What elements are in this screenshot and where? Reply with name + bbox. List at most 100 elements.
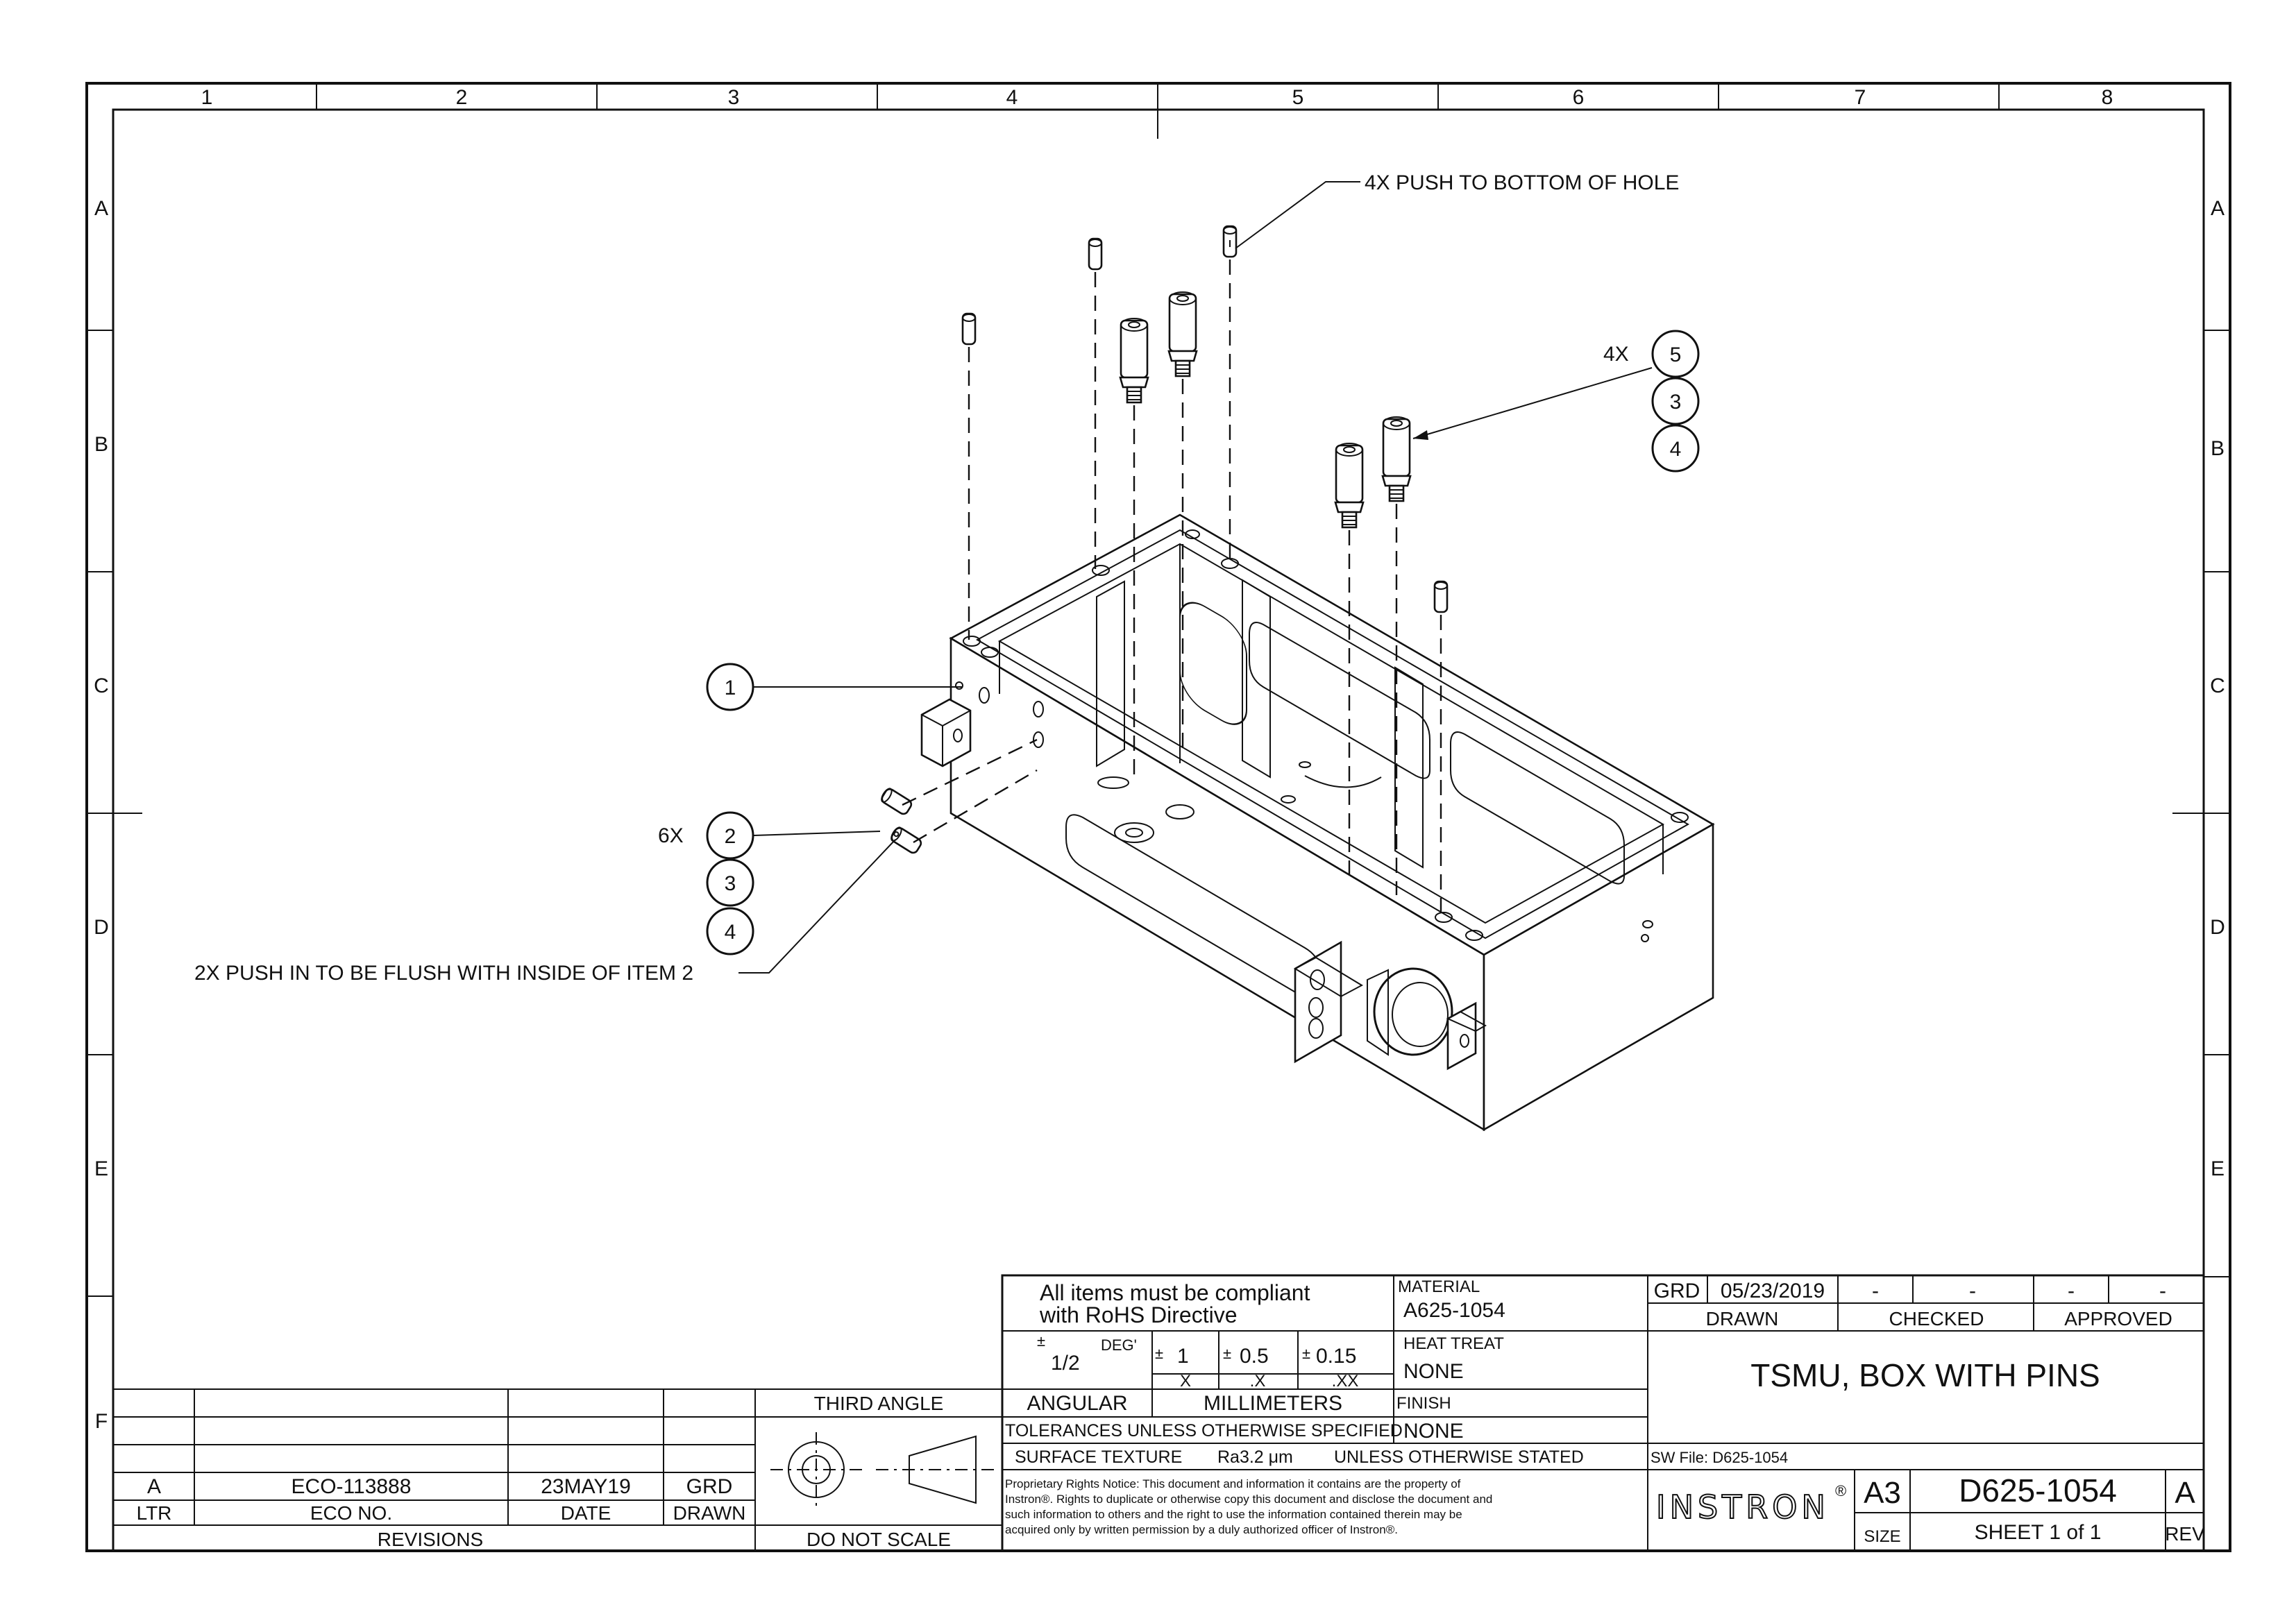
approved-label: APPROVED [2064,1308,2172,1329]
zone-col-1: 1 [201,86,213,109]
zone-row-f: F [95,1410,108,1433]
registered-mark: ® [1835,1482,1846,1499]
side-block [920,698,972,767]
proprietary-1: Proprietary Rights Notice: This document… [1005,1477,1461,1490]
heat-treat-value: NONE [1403,1360,1464,1383]
rev-header-date: DATE [561,1502,611,1524]
callout-item-2: 6X 2 3 4 [658,811,881,955]
zone-row-b-right: B [2211,437,2225,460]
callout-item-5: 4X 5 3 4 [1412,330,1700,473]
col-x: X [1180,1372,1191,1391]
zone-col-2: 2 [456,86,468,109]
zone-row-a: A [94,197,108,220]
third-angle-label: THIRD ANGLE [814,1393,944,1414]
rev-header-eco: ECO NO. [310,1502,392,1524]
sheet-number: SHEET 1 of 1 [1975,1521,2102,1544]
callout-item-1: 1 [706,663,962,711]
tol-dxx-pm: ± [1302,1345,1310,1362]
tol-dxx-value: 0.15 [1316,1345,1356,1368]
zone-row-c: C [94,674,109,697]
material-value: A625-1054 [1403,1299,1505,1322]
drawing-title: TSMU, BOX WITH PINS [1750,1357,2100,1393]
zone-row-c-right: C [2210,674,2225,697]
balloon-5: 5 [1670,343,1682,366]
heat-treat-label: HEAT TREAT [1403,1334,1504,1353]
zone-col-5: 5 [1292,86,1304,109]
balloon-3-upper: 3 [1670,391,1682,414]
revisions-title: REVISIONS [378,1529,483,1550]
callout-push-bottom: 4X PUSH TO BOTTOM OF HOLE [1235,171,1679,249]
qty-6x-label: 6X [658,824,684,847]
tol-deg-label: DEG' [1101,1336,1137,1354]
zone-row-labels-left: A B C D E F [94,197,109,1433]
col-dx: .X [1250,1372,1266,1391]
title-block: All items must be compliant with RoHS Di… [1001,1274,2205,1552]
zone-row-a-right: A [2211,197,2225,220]
tol-dx-pm: ± [1223,1345,1231,1362]
zone-dividers [87,83,2230,1297]
zone-col-8: 8 [2102,86,2113,109]
zone-col-3: 3 [728,86,740,109]
surface-value: Ra3.2 μm [1217,1447,1293,1467]
balloon-4-lower: 4 [725,921,736,944]
proprietary-4: acquired only by written permission by a… [1005,1523,1398,1536]
do-not-scale-label: DO NOT SCALE [807,1529,951,1550]
finish-value: NONE [1403,1420,1464,1443]
zone-column-labels: 1 2 3 4 5 6 7 8 [201,86,2113,109]
projection-block: THIRD ANGLE DO NOT SCALE [755,1393,1002,1550]
revision-letter: A [2175,1476,2195,1510]
size-label: SIZE [1864,1527,1900,1546]
balloon-1: 1 [725,677,736,699]
material-label: MATERIAL [1398,1277,1480,1296]
zone-col-7: 7 [1855,86,1866,109]
tol-dx-value: 0.5 [1240,1345,1269,1368]
col-dxx: .XX [1332,1372,1359,1391]
balloon-2: 2 [725,825,736,848]
zone-col-4: 4 [1006,86,1018,109]
checked-by: - [1872,1280,1879,1302]
drawn-date: 05/23/2019 [1721,1280,1825,1302]
callout-push-flush-text: 2X PUSH IN TO BE FLUSH WITH INSIDE OF IT… [194,962,693,985]
zone-row-e: E [94,1157,108,1180]
zone-row-d: D [94,916,109,939]
instron-logo: INSTRON [1656,1488,1830,1526]
zone-row-labels-right: A B C D E [2210,197,2225,1180]
revision-block: A ECO-113888 23MAY19 GRD LTR ECO NO. DAT… [113,1388,1002,1551]
tol-angular-value: 1/2 [1051,1352,1080,1375]
drawn-label: DRAWN [1706,1308,1779,1329]
approved-date: - [2159,1280,2166,1302]
approved-by: - [2068,1280,2075,1302]
unless-stated: UNLESS OTHERWISE STATED [1334,1447,1584,1467]
drawing-number: D625-1054 [1959,1472,2117,1509]
rev-row-drawn: GRD [686,1475,733,1498]
proprietary-2: Instron®. Rights to duplicate or otherwi… [1005,1493,1492,1506]
box-body [949,513,1715,1132]
units-label: MILLIMETERS [1204,1392,1342,1415]
zone-col-6: 6 [1573,86,1585,109]
tol-x-pm: ± [1155,1345,1163,1362]
checked-label: CHECKED [1889,1308,1984,1329]
drawn-by: GRD [1654,1280,1700,1302]
rev-header-drawn: DRAWN [673,1502,746,1524]
angular-label: ANGULAR [1027,1392,1127,1415]
proprietary-3: such information to others and the right… [1005,1508,1462,1521]
tolerances-note: TOLERANCES UNLESS OTHERWISE SPECIFIED [1005,1421,1403,1441]
third-angle-symbol [770,1432,994,1507]
zone-row-e-right: E [2211,1157,2225,1180]
qty-4x-label: 4X [1603,343,1629,366]
threaded-standoffs [1119,291,1412,529]
balloon-4-upper: 4 [1670,438,1682,461]
rohs-line-2: with RoHS Directive [1039,1302,1238,1327]
rev-row-eco: ECO-113888 [292,1475,412,1498]
tol-x-value: 1 [1177,1345,1189,1368]
zone-row-d-right: D [2210,916,2225,939]
rohs-line-1: All items must be compliant [1040,1280,1310,1305]
assembly-lines [902,260,1442,916]
surface-label: SURFACE TEXTURE [1015,1447,1182,1467]
sw-file: SW File: D625-1054 [1651,1449,1788,1466]
zone-row-b: B [94,433,108,456]
rev-header-ltr: LTR [137,1502,172,1524]
rev-label: REV [2165,1523,2205,1545]
checked-date: - [1969,1280,1976,1302]
